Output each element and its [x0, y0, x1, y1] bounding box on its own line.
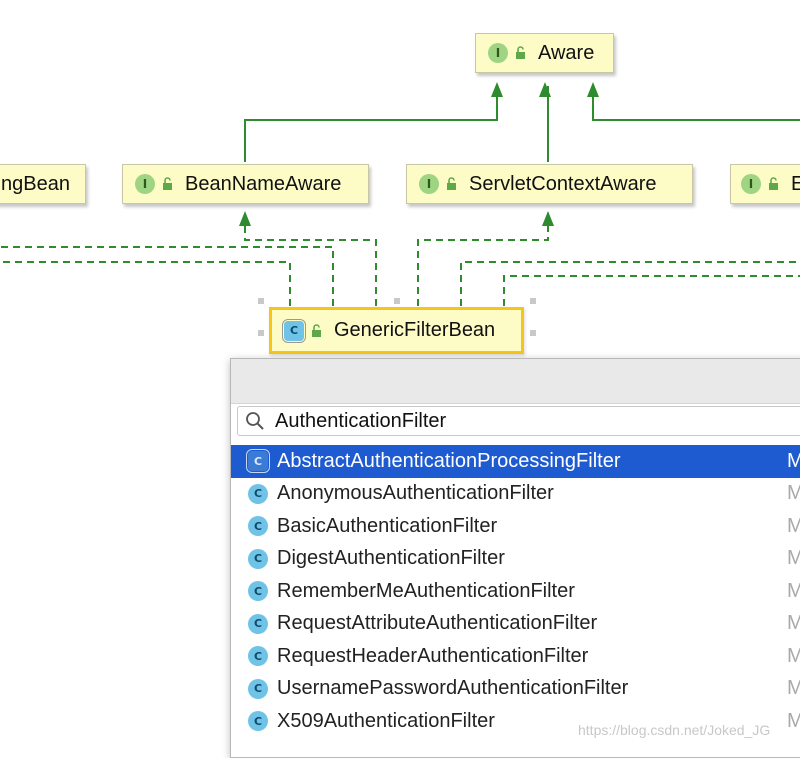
class-icon: C — [248, 483, 268, 504]
selection-handle[interactable] — [394, 298, 400, 304]
lock-open-icon — [447, 177, 456, 190]
result-module: M — [787, 514, 800, 537]
class-icon: C — [248, 678, 268, 699]
node-aware[interactable]: I Aware — [475, 33, 614, 73]
class-icon: C — [248, 581, 268, 602]
node-servletcontextaware[interactable]: I ServletContextAware — [406, 164, 693, 204]
edge-gfb-beannameaware-1 — [244, 210, 377, 306]
lock-open-icon — [163, 177, 172, 190]
node-label: GenericFilterBean — [334, 319, 496, 341]
node-label: ServletContextAware — [469, 172, 657, 195]
node-label: ngBean — [1, 172, 70, 195]
node-beannameaware[interactable]: I BeanNameAware — [122, 164, 369, 204]
result-module: M — [787, 677, 800, 700]
edge-right-aware — [592, 86, 800, 121]
result-item[interactable]: C RequestAttributeAuthenticationFilter M — [231, 608, 800, 641]
arrowhead-aware-left — [491, 82, 503, 97]
edge-gfb-left-partial — [0, 261, 291, 306]
node-label: BeanNameAware — [185, 172, 342, 195]
lock-open-icon — [312, 323, 321, 337]
result-name: RememberMeAuthenticationFilter — [277, 579, 575, 602]
class-search-popup[interactable]: CAbstractAuthenticationProcessingFilterM… — [230, 358, 800, 758]
selection-handle[interactable] — [530, 330, 536, 336]
result-name: AbstractAuthenticationProcessingFilter — [277, 449, 621, 472]
result-module: M — [787, 482, 800, 505]
result-module: M — [787, 644, 800, 667]
node-genericfilterbean[interactable]: C GenericFilterBean — [269, 307, 524, 354]
result-module: M — [787, 709, 800, 732]
search-box[interactable] — [237, 406, 800, 436]
result-item[interactable]: C AbstractAuthenticationProcessingFilter M — [231, 445, 800, 478]
result-item[interactable]: C UsernamePasswordAuthenticationFilter M — [231, 673, 800, 706]
result-name: RequestHeaderAuthenticationFilter — [277, 644, 589, 667]
lock-open-icon — [769, 177, 778, 190]
class-icon: C — [248, 711, 268, 732]
result-module: M — [787, 579, 800, 602]
arrowhead-aware-center — [539, 82, 551, 97]
result-name: DigestAuthenticationFilter — [277, 547, 505, 570]
class-icon: C — [248, 613, 268, 634]
search-input[interactable] — [275, 409, 755, 433]
class-icon: C — [246, 449, 270, 474]
search-icon — [246, 412, 264, 430]
result-item[interactable]: C DigestAuthenticationFilter M — [231, 543, 800, 576]
result-name: X509AuthenticationFilter — [277, 709, 495, 732]
node-label: E — [791, 173, 800, 196]
selection-handle[interactable] — [258, 298, 264, 304]
class-icon: C — [248, 516, 268, 537]
node-label: Aware — [538, 41, 595, 64]
result-module: M — [787, 547, 800, 570]
interface-icon: I — [741, 174, 761, 194]
interface-icon: I — [419, 174, 439, 194]
result-module: M — [787, 612, 800, 635]
class-icon: C — [248, 548, 268, 569]
edge-gfb-right-1 — [460, 261, 800, 306]
result-name: BasicAuthenticationFilter — [277, 514, 498, 537]
node-right-partial[interactable]: I E — [730, 164, 800, 204]
arrowhead-servletcontextaware — [542, 211, 554, 226]
result-name: UsernamePasswordAuthenticationFilter — [277, 677, 629, 700]
result-item[interactable]: C BasicAuthenticationFilter M — [231, 510, 800, 543]
watermark: https://blog.csdn.net/Joked_JG — [578, 722, 771, 738]
result-module: M — [787, 449, 800, 472]
result-item[interactable]: C RememberMeAuthenticationFilter M — [231, 575, 800, 608]
arrowhead-aware-right — [587, 82, 599, 97]
lock-open-icon — [516, 46, 525, 59]
selection-handle[interactable] — [258, 330, 264, 336]
result-item[interactable]: C RequestHeaderAuthenticationFilter M — [231, 640, 800, 673]
arrowhead-beannameaware — [239, 211, 251, 226]
result-item[interactable]: C X509AuthenticationFilter M — [231, 705, 800, 738]
edge-gfb-left-partial-2 — [0, 246, 334, 306]
class-icon: C — [282, 318, 306, 343]
result-name: RequestAttributeAuthenticationFilter — [277, 612, 598, 635]
edge-gfb-right-2 — [503, 275, 800, 306]
interface-icon: I — [135, 174, 155, 194]
popup-header[interactable] — [231, 359, 800, 404]
selection-handle[interactable] — [530, 298, 536, 304]
node-left-partial[interactable]: ngBean — [0, 164, 86, 204]
interface-icon: I — [488, 43, 508, 63]
class-icon: C — [248, 646, 268, 667]
result-name: AnonymousAuthenticationFilter — [277, 482, 554, 505]
edge-gfb-servletcontext — [417, 210, 549, 306]
edge-beannameaware-aware — [244, 86, 498, 162]
result-item[interactable]: C AnonymousAuthenticationFilter M — [231, 478, 800, 511]
